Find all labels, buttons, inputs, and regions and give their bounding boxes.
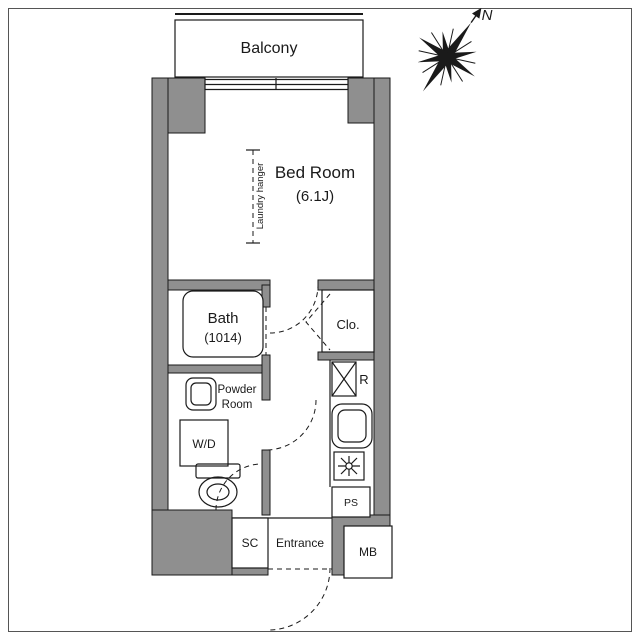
vent-fan-icon bbox=[333, 451, 365, 481]
toilet-bowl-icon bbox=[198, 476, 238, 508]
mail-box-label: MB bbox=[359, 545, 377, 559]
closet: Clo. bbox=[305, 289, 375, 353]
bedroom-label: Bed Room bbox=[275, 163, 355, 182]
powder-room-label-2: Room bbox=[222, 399, 253, 411]
balcony-area: Balcony bbox=[174, 13, 364, 78]
wall-bottom-left-block bbox=[151, 509, 233, 576]
pipe-space-label: PS bbox=[344, 497, 358, 509]
entrance-zone: SC Entrance MB bbox=[231, 517, 393, 631]
kitchen-sink-basin-icon bbox=[337, 409, 367, 443]
powder-room: Powder Room W/D bbox=[179, 377, 257, 467]
closet-outline bbox=[321, 289, 375, 353]
powder-room-label-1: Powder bbox=[218, 384, 257, 396]
wall-bedroom-bottom-left bbox=[167, 279, 271, 291]
wall-below-shoe-closet bbox=[231, 567, 269, 576]
laundry-hanger-label: Laundry hanger bbox=[255, 163, 266, 230]
range-label: R bbox=[359, 372, 368, 387]
north-compass: N bbox=[417, 7, 493, 92]
north-arrow-head bbox=[471, 7, 482, 19]
bedroom-door-arc bbox=[269, 284, 319, 334]
wall-bath-powder-divider bbox=[167, 364, 269, 374]
balcony-outline bbox=[174, 19, 364, 78]
wall-closet-bottom bbox=[317, 351, 375, 361]
washer-dryer-label: W/D bbox=[192, 437, 216, 451]
bath-room: Bath (1014) bbox=[182, 290, 264, 358]
bathtub-outline bbox=[182, 290, 264, 358]
mail-box bbox=[343, 525, 393, 579]
toilet-tank-icon bbox=[195, 463, 241, 479]
closet-bifold-door bbox=[305, 293, 331, 351]
bath-size-label: (1014) bbox=[204, 330, 242, 345]
sink-basin-icon bbox=[190, 382, 212, 406]
shoe-closet-label: SC bbox=[242, 536, 259, 550]
hall-doors bbox=[265, 284, 319, 451]
wall-left bbox=[151, 77, 169, 516]
wall-bedroom-bottom-right bbox=[317, 279, 375, 291]
closet-label: Clo. bbox=[336, 317, 359, 332]
bedroom: Bed Room (6.1J) Laundry hanger bbox=[246, 149, 355, 244]
pipe-space: PS bbox=[331, 486, 371, 518]
shoe-closet-box bbox=[231, 517, 269, 569]
pipe-space-box bbox=[331, 486, 371, 518]
image-border bbox=[8, 8, 632, 632]
bedroom-size-label: (6.1J) bbox=[296, 188, 334, 205]
wall-right bbox=[373, 77, 391, 576]
entrance-label: Entrance bbox=[276, 536, 324, 550]
balcony-window bbox=[204, 78, 349, 91]
bath-label: Bath bbox=[208, 310, 239, 327]
kitchen-sink-icon bbox=[331, 403, 373, 449]
kitchen: R bbox=[329, 360, 373, 487]
wall-hall-seg-c bbox=[261, 449, 271, 516]
balcony-label: Balcony bbox=[241, 40, 298, 57]
toilet-bowl-inner-icon bbox=[206, 483, 230, 501]
sink-icon bbox=[185, 377, 217, 411]
powder-door-arc bbox=[265, 399, 317, 451]
toilet-door-arc bbox=[215, 463, 263, 511]
north-label: N bbox=[482, 7, 493, 24]
wall-hall-seg-b bbox=[261, 354, 271, 401]
entrance-door-arc bbox=[267, 567, 331, 631]
laundry-hanger-symbol bbox=[246, 149, 260, 244]
toilet bbox=[195, 463, 263, 511]
washer-dryer-box bbox=[179, 419, 229, 467]
